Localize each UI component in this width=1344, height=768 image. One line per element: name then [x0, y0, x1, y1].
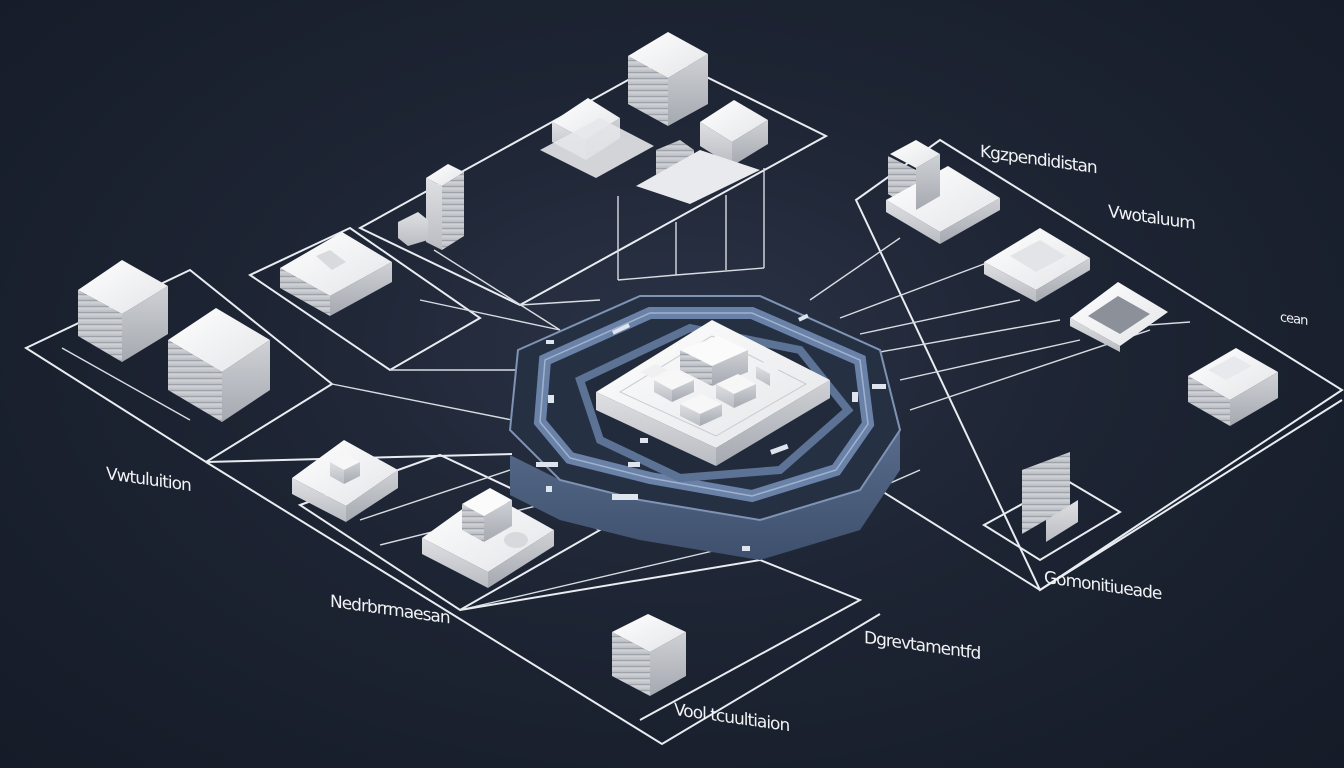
- building-right-plaza[interactable]: [984, 228, 1090, 302]
- building-right-slab[interactable]: [1022, 452, 1078, 542]
- building-top-left-block[interactable]: [540, 98, 654, 178]
- building-left-flat[interactable]: [280, 232, 392, 316]
- left-upper-frame: [247, 226, 482, 372]
- hub-ring-marks: [536, 313, 886, 551]
- building-bottom-complex[interactable]: [422, 488, 554, 588]
- building-far-left-b[interactable]: [168, 308, 270, 422]
- building-left-tower[interactable]: [398, 164, 464, 250]
- building-bottom-cube[interactable]: [612, 614, 686, 696]
- building-right-block[interactable]: [1188, 348, 1278, 426]
- building-top-tower[interactable]: [628, 32, 708, 126]
- building-right-tower[interactable]: [886, 140, 1000, 244]
- core-buildings: [640, 336, 790, 426]
- connector-lines: [23, 56, 1344, 746]
- building-far-left-a[interactable]: [78, 260, 168, 362]
- central-hub[interactable]: [508, 295, 902, 560]
- building-top-right-block[interactable]: [636, 100, 768, 204]
- building-right-pool[interactable]: [1070, 282, 1168, 352]
- building-bottom-left-cube[interactable]: [292, 440, 398, 522]
